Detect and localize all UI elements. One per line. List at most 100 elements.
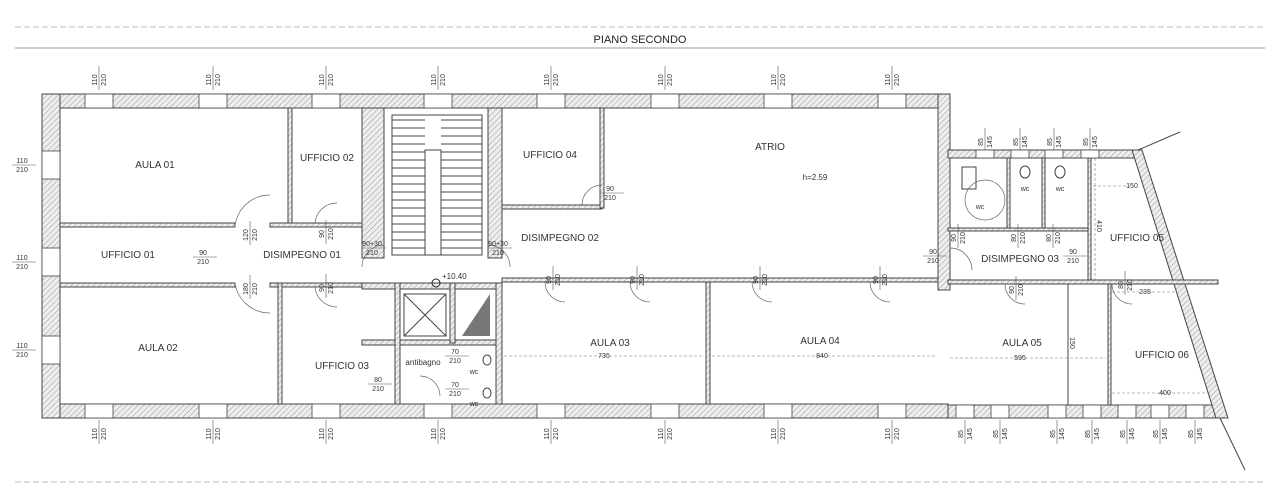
window-icon: [975, 149, 995, 159]
tag-width: 90: [199, 250, 207, 257]
tag-width: 80: [1046, 234, 1053, 242]
level-marker-icon: [431, 278, 441, 288]
tag-height: 210: [16, 264, 28, 271]
tag-width: 110: [92, 74, 99, 85]
tag-width: 180: [243, 283, 250, 295]
tag-width: 110: [885, 428, 892, 439]
tag-width: 85: [993, 430, 1000, 438]
tag-height: 210: [927, 258, 939, 265]
window-icon: [41, 150, 61, 180]
toilet-icon: [961, 166, 977, 190]
tag-height: 210: [555, 274, 562, 286]
toilet-icon: [1019, 165, 1031, 179]
window-icon: [311, 403, 341, 419]
tag-height: 210: [1127, 279, 1134, 291]
tag-width: 90: [753, 276, 760, 284]
wc-label: wc: [469, 369, 479, 376]
tag-height: 210: [366, 250, 378, 257]
room-ufficio-05: UFFICIO 05: [1110, 233, 1164, 244]
tag-width: 110: [431, 74, 438, 85]
tag-width: 110: [658, 428, 665, 439]
tag-height: 210: [101, 428, 108, 440]
tag-width: 90: [319, 284, 326, 292]
level-elevation: +10.40: [442, 272, 467, 281]
toilet-icon: [482, 354, 492, 366]
room-antibagno: antibagno: [405, 358, 441, 367]
dim-aula-03-width: 735: [598, 353, 610, 360]
tag-height: 210: [16, 167, 28, 174]
tag-width: 90: [873, 276, 880, 284]
tag-height: 210: [197, 259, 209, 266]
tag-width: 90: [1069, 249, 1077, 256]
tag-height: 210: [372, 386, 384, 393]
tag-height: 210: [780, 428, 787, 440]
tag-height: 210: [667, 428, 674, 440]
tag-height: 210: [1067, 258, 1079, 265]
window-icon: [877, 403, 907, 419]
room-aula-01: AULA 01: [135, 160, 175, 171]
tag-height: 145: [1162, 428, 1169, 440]
tag-width: 90: [319, 230, 326, 238]
tag-width: 85: [1085, 430, 1092, 438]
toilet-icon: [482, 387, 492, 399]
fixtures: [431, 165, 1066, 399]
interior-walls: [59, 107, 1219, 406]
room-ufficio-04: UFFICIO 04: [523, 150, 577, 161]
window-icon: [311, 93, 341, 109]
room-disimpegno-02: DISIMPEGNO 02: [521, 233, 599, 244]
tag-width: 110: [16, 158, 27, 165]
dim-aula-05-width: 595: [1014, 355, 1026, 362]
atrio-height: h=2.59: [803, 173, 828, 182]
tag-height: 145: [987, 136, 994, 148]
tag-width: 110: [885, 74, 892, 85]
window-icon: [1150, 404, 1170, 419]
window-icon: [198, 403, 228, 419]
tag-width: 110: [658, 74, 665, 85]
tag-height: 210: [328, 228, 335, 240]
tag-height: 210: [328, 428, 335, 440]
room-aula-03: AULA 03: [590, 338, 630, 349]
room-labels: AULA 01 UFFICIO 02 UFFICIO 04 ATRIO h=2.…: [101, 142, 1189, 408]
tag-width: 90: [546, 276, 553, 284]
window-icon: [1010, 149, 1030, 159]
room-ufficio-02: UFFICIO 02: [300, 153, 354, 164]
tag-height: 145: [1056, 136, 1063, 148]
tag-height: 210: [894, 428, 901, 440]
tag-height: 145: [1197, 428, 1204, 440]
tag-height: 145: [1002, 428, 1009, 440]
tag-height: 145: [1129, 428, 1136, 440]
tag-height: 210: [667, 74, 674, 86]
window-icon: [423, 93, 453, 109]
door-swings: [234, 184, 1133, 397]
tag-height: 210: [604, 195, 616, 202]
window-icon: [990, 404, 1010, 419]
window-icon: [198, 93, 228, 109]
window-icon: [1044, 149, 1064, 159]
window-icon: [650, 403, 680, 419]
tag-width: 90: [630, 276, 637, 284]
tag-width: 85: [978, 138, 985, 146]
dim-ufficio-06-top: 235: [1139, 289, 1151, 296]
room-disimpegno-03: DISIMPEGNO 03: [981, 254, 1059, 265]
tag-width: 110: [206, 428, 213, 439]
